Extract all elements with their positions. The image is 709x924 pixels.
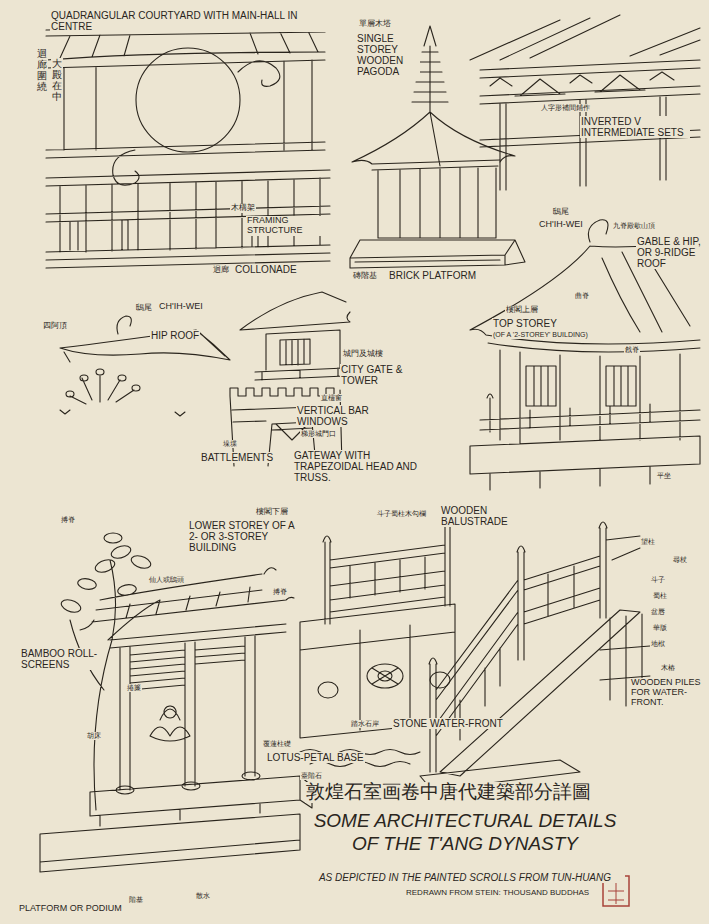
chinese-label: 人字形補間鋪作	[540, 104, 591, 112]
part-label: LOWER STOREY OF A 2- OR 3-STOREY BUILDIN…	[188, 520, 302, 553]
chinese-label: 地栿	[650, 640, 666, 648]
chinese-label: 望柱	[640, 538, 656, 546]
stair-balustrade-sketch	[420, 522, 650, 790]
chinese-label: 九脊殿歇山頂	[612, 222, 656, 230]
chinese-label: 覆蓮柱礎	[262, 740, 292, 748]
chinese-label: 木構架	[230, 204, 256, 213]
part-label: SINGLE STOREY WOODEN PAGODA	[356, 33, 420, 77]
chinese-label: 敦煌石室画卷中唐代建築部分詳圖	[305, 782, 592, 803]
line-drawing	[40, 15, 700, 872]
chinese-label: 曲脊	[574, 292, 590, 300]
courtyard-sketch	[46, 26, 330, 268]
chinese-label: 戧脊	[624, 346, 640, 354]
part-label: INVERTED V INTERMEDIATE SETS	[580, 116, 690, 138]
part-label: WOODEN BALUSTRADE	[440, 505, 517, 527]
part-label: REDRAWN FROM STEIN: THOUSAND BUDDHAS	[405, 889, 590, 898]
chinese-label: 木樁	[660, 664, 676, 672]
chinese-label: 鴟尾	[552, 208, 570, 217]
part-label: WOODEN PILES FOR WATER-FRONT.	[630, 678, 702, 708]
chinese-label: 直欞窗	[320, 394, 343, 402]
stone-waterfront-sketch	[300, 520, 455, 767]
part-label: STONE WATER-FRONT	[392, 718, 504, 729]
halo-circle	[136, 48, 240, 152]
chinese-label: 平坐	[656, 472, 672, 480]
chinese-label: 四阿頂	[42, 322, 68, 331]
part-label: CH'IH-WEI	[538, 220, 584, 230]
seal-mark-inner	[608, 880, 624, 904]
chinese-label: 華版	[652, 624, 668, 632]
part-label: CITY GATE & TOWER	[340, 364, 422, 386]
chinese-label: 迴廊	[212, 266, 230, 275]
chinese-label: 斗子	[650, 576, 666, 584]
city-gate-sketch	[230, 292, 350, 466]
part-label: LOTUS-PETAL BASE	[266, 752, 365, 763]
part-label: QUADRANGULAR COURTYARD WITH MAIN-HALL IN…	[50, 10, 327, 32]
part-label: BATTLEMENTS	[200, 452, 274, 463]
chinese-label: 仙人或鴟頭	[148, 576, 185, 584]
chinese-label: 樓閣下層	[255, 508, 289, 517]
chinese-label: 單層木塔	[358, 20, 392, 29]
chinese-label: 尋杖	[672, 556, 688, 564]
part-label: CH'IH-WEI	[158, 302, 204, 312]
part-label: PLATFORM OR PODIUM	[18, 904, 123, 914]
part-label: HIP ROOF	[150, 330, 200, 341]
part-label: GATEWAY WITH TRAPEZOIDAL HEAD AND TRUSS.	[293, 450, 425, 483]
chinese-label: 梯形城門口	[300, 430, 337, 438]
chinese-label: 胡床	[86, 732, 102, 740]
part-label: BRICK PLATFORM	[388, 270, 477, 281]
title-text: SOME ARCHITECTURAL DETAILS OF THE T'ANG …	[305, 810, 625, 856]
chinese-label: 迴廊圍繞	[36, 48, 48, 92]
chinese-label: 大殿在中	[51, 58, 63, 102]
chinese-label: 階基	[128, 896, 144, 904]
chinese-label: 鴟尾	[135, 304, 153, 313]
chinese-label: 磚階基	[352, 272, 378, 281]
chinese-label: 捲簾	[126, 684, 142, 692]
chinese-label: 踏水石岸	[350, 720, 380, 728]
chinese-label: 搏脊	[60, 516, 76, 524]
chinese-label: 斗子蜀柱木勾欄	[376, 510, 427, 518]
chinese-label: 蜀柱	[652, 592, 668, 600]
part-label: (OF A '2-STOREY' BUILDING)	[492, 331, 589, 339]
pavilion-sketch	[40, 533, 312, 872]
caption-text: AS DEPICTED IN THE PAINTED SCROLLS FROM …	[305, 872, 625, 883]
chinese-label: 散水	[195, 892, 211, 900]
hip-roof-sketch	[60, 316, 230, 416]
part-label: BAMBOO ROLL-SCREENS	[20, 648, 102, 670]
part-label: FRAMING STRUCTURE	[246, 216, 323, 236]
chinese-label: 臺階石	[300, 772, 323, 780]
bracket-sketch	[470, 15, 700, 190]
part-label: TOP STOREY	[492, 318, 558, 329]
pagoda-sketch	[350, 26, 525, 268]
part-label: COLLONADE	[234, 264, 298, 275]
part-label: GABLE & HIP, OR 9-RIDGE ROOF	[636, 236, 702, 269]
part-label: VERTICAL BAR WINDOWS	[296, 405, 398, 427]
chinese-label: 城門及城樓	[342, 350, 384, 359]
chinese-label: 樓閣上層	[505, 306, 539, 315]
chinese-label: 盆唇	[650, 608, 666, 616]
chinese-label: 搏脊	[272, 588, 288, 596]
chinese-label: 垛堞	[222, 440, 238, 448]
